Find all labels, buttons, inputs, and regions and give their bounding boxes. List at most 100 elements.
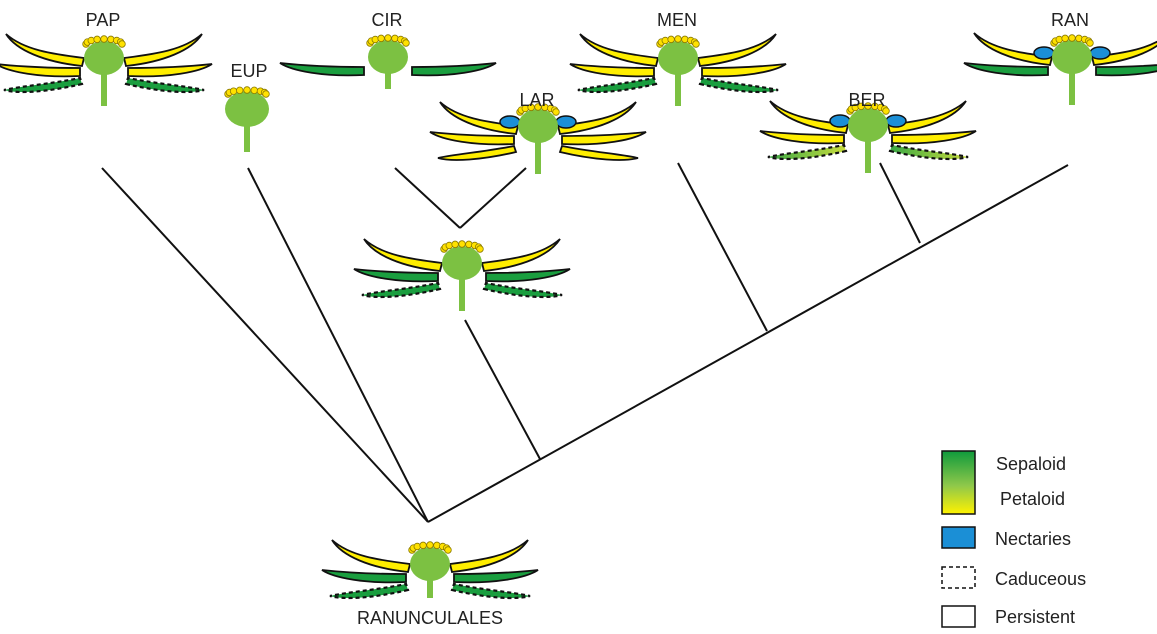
flower-anther — [118, 40, 126, 48]
flower-anther — [243, 86, 251, 94]
nectary-icon — [1089, 46, 1111, 60]
flower-petal — [558, 144, 639, 161]
flower-receptacle — [1052, 40, 1092, 74]
branch-cir-lar-stem — [464, 319, 541, 460]
nectary-icon — [1033, 46, 1055, 60]
flower-petal — [973, 32, 1054, 66]
nectary-icon — [555, 115, 577, 129]
taxon-label-men: MEN — [657, 10, 697, 30]
flower-stem — [101, 72, 107, 106]
flower-petal — [363, 238, 444, 272]
branch-spine — [427, 164, 1069, 523]
flower-anther — [377, 34, 385, 43]
flower-petal — [963, 62, 1049, 77]
flower-anther — [882, 107, 890, 115]
flower-anther — [250, 86, 258, 95]
flower-stem — [675, 72, 681, 106]
flower-petal — [886, 100, 967, 134]
flower-anther — [93, 35, 101, 44]
flower-anther — [100, 35, 108, 43]
branch-men — [677, 162, 768, 332]
flower-petal — [888, 143, 969, 161]
flower-petal — [579, 33, 660, 67]
flower-petal — [321, 569, 407, 584]
flower-petal — [759, 130, 845, 145]
flower-petal — [353, 268, 439, 283]
flower-icon-ber — [759, 100, 977, 173]
flower-icon-lar — [429, 101, 647, 174]
flower-anther — [229, 87, 238, 95]
flower-petal — [556, 101, 637, 135]
flower-petal — [437, 144, 518, 161]
flower-stem — [865, 139, 871, 173]
branch-ber — [879, 162, 921, 244]
flower-stem — [427, 578, 433, 598]
legend-persistent-swatch — [941, 605, 976, 628]
nectary-icon — [499, 115, 521, 129]
legend-label-nectaries: Nectaries — [995, 529, 1071, 549]
flower-icon-eup — [224, 86, 270, 152]
flower-petal — [1095, 64, 1157, 77]
flower-petal — [453, 569, 539, 584]
flower-petal — [127, 63, 213, 78]
flower-petal — [439, 101, 520, 135]
branch-cir — [394, 167, 461, 229]
flower-petal — [696, 33, 777, 67]
flower-petal — [429, 131, 515, 146]
flower-petal — [577, 76, 658, 94]
flower-petal — [411, 62, 497, 77]
flower-receptacle — [84, 41, 124, 75]
nectary-icon — [885, 114, 907, 128]
flower-anther — [674, 35, 682, 43]
flower-anther — [419, 541, 427, 550]
branch-lar — [459, 167, 527, 229]
flower-petal — [331, 539, 412, 573]
taxon-label-lar: LAR — [519, 90, 554, 110]
nectary-icon — [829, 114, 851, 128]
taxon-label-eup: EUP — [230, 61, 267, 81]
flower-icons — [0, 32, 1157, 600]
flower-stem — [244, 120, 250, 152]
flower-petal — [561, 131, 647, 146]
flower-stem — [385, 71, 391, 89]
flower-petal — [124, 76, 205, 94]
flower-petal — [5, 33, 86, 67]
flower-petal — [480, 238, 561, 272]
flower-petal — [279, 62, 365, 77]
tree-branches — [101, 162, 1069, 523]
flower-petal — [767, 143, 848, 161]
flower-petal — [0, 63, 81, 78]
flower-anther — [476, 245, 484, 253]
flower-petal — [769, 100, 850, 134]
flower-petal — [1090, 40, 1157, 66]
flower-anther — [667, 35, 675, 44]
branch-pap — [101, 167, 429, 523]
flower-petal — [701, 63, 787, 78]
flower-icon-cir — [279, 34, 497, 89]
flower-petal — [122, 33, 203, 67]
legend: Sepaloid Petaloid Nectaries Caduceous Pe… — [941, 450, 1086, 628]
flower-petal — [361, 281, 442, 299]
taxon-label-ber: BER — [848, 90, 885, 110]
flower-receptacle — [225, 91, 269, 127]
flower-stem — [1069, 71, 1075, 105]
flower-anther — [426, 541, 434, 549]
flower-petal — [3, 76, 84, 94]
flower-anther — [1086, 39, 1094, 47]
flower-stem — [535, 140, 541, 174]
legend-label-caduceous: Caduceous — [995, 569, 1086, 589]
legend-caduceous-swatch — [941, 566, 976, 589]
flower-icon-ran — [963, 32, 1157, 105]
flower-petal — [450, 582, 531, 600]
taxon-label-cir: CIR — [372, 10, 403, 30]
flower-petal — [329, 582, 410, 600]
legend-nectaries-swatch — [941, 526, 976, 549]
flower-anther — [444, 546, 452, 554]
flower-icon-pap — [0, 33, 213, 106]
flower-anther — [692, 40, 700, 48]
flower-receptacle — [410, 547, 450, 581]
flower-receptacle — [848, 108, 888, 142]
flower-receptacle — [368, 40, 408, 74]
flower-anther — [1061, 34, 1069, 43]
